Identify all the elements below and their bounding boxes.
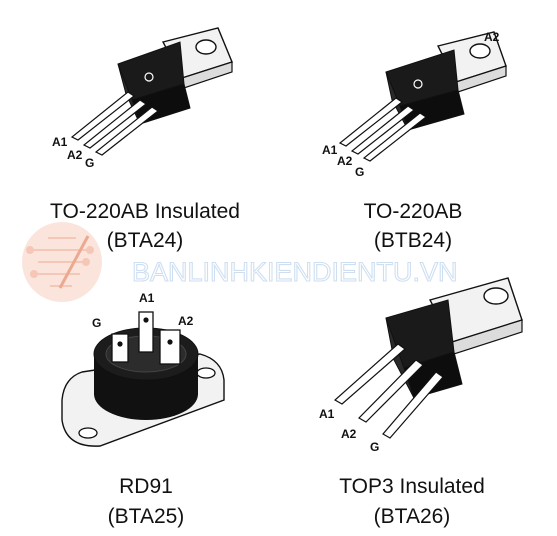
pin-label-g: G: [370, 440, 379, 454]
package-top3-insulated: A1 A2 G TOP3 Insulated (BTA26): [319, 277, 523, 528]
mounting-hole-right: [196, 367, 216, 379]
watermark-text: BANLINHKIENDIENTU.VN: [132, 257, 458, 287]
terminal-g-hole: [117, 341, 123, 347]
caption-name: TO-220AB: [364, 200, 463, 223]
lead-g: [94, 106, 160, 156]
watermark-logo-icon: [22, 222, 102, 302]
pin-label-a1: A1: [139, 291, 155, 305]
caption-part-number: (BTA26): [374, 505, 451, 528]
lead-g: [362, 112, 428, 162]
leads: [70, 91, 160, 156]
package-to220ab: A2 A1 A2 G TO-220AB (BTB24): [322, 30, 507, 252]
terminal-g: [111, 333, 129, 363]
terminal-a2-hole: [167, 339, 173, 345]
lead-a2: [358, 359, 424, 423]
lead-a1: [70, 91, 136, 141]
pin-label-a1: A1: [52, 135, 68, 149]
package-rd91: A1 G A2 RD91 (BTA25): [61, 291, 225, 528]
lead-a2: [82, 99, 148, 149]
pin-label-a2: A2: [337, 154, 353, 168]
mounting-hole: [469, 43, 491, 59]
mounting-hole: [195, 39, 217, 55]
mounting-hole-left: [78, 427, 98, 439]
pin1-marker: [413, 79, 423, 89]
pin-label-a1: A1: [319, 407, 335, 421]
pin-label-a2: A2: [178, 314, 194, 328]
lead-a2: [350, 105, 416, 155]
pin-label-g: G: [92, 316, 101, 330]
pin-label-a1: A1: [322, 143, 338, 157]
caption-part-number: (BTB24): [374, 229, 452, 252]
pin-label-g: G: [85, 156, 94, 170]
lead-a1: [333, 343, 406, 405]
terminal-a2: [159, 329, 181, 365]
pin-label-g: G: [355, 165, 364, 179]
terminal-a1: [138, 311, 154, 353]
terminal-a1-hole: [143, 317, 149, 323]
caption-part-number: (BTA24): [107, 229, 184, 252]
leads: [333, 343, 444, 439]
package-to220ab-insulated: A1 A2 G TO-220AB Insulated (BTA24): [50, 27, 240, 252]
pin1-marker: [144, 72, 154, 82]
watermark: BANLINHKIENDIENTU.VN: [22, 222, 458, 302]
caption-part-number: (BTA25): [108, 505, 185, 528]
pin-label-a2: A2: [341, 427, 357, 441]
caption-name: TOP3 Insulated: [339, 475, 485, 498]
caption-name: RD91: [119, 475, 173, 498]
leads: [338, 97, 428, 162]
lead-a1: [338, 97, 404, 147]
mounting-hole: [483, 287, 509, 305]
pin-label-tab: A2: [484, 30, 500, 44]
caption-name: TO-220AB Insulated: [50, 200, 240, 223]
lead-g: [382, 371, 444, 439]
pin-label-a2: A2: [67, 148, 83, 162]
